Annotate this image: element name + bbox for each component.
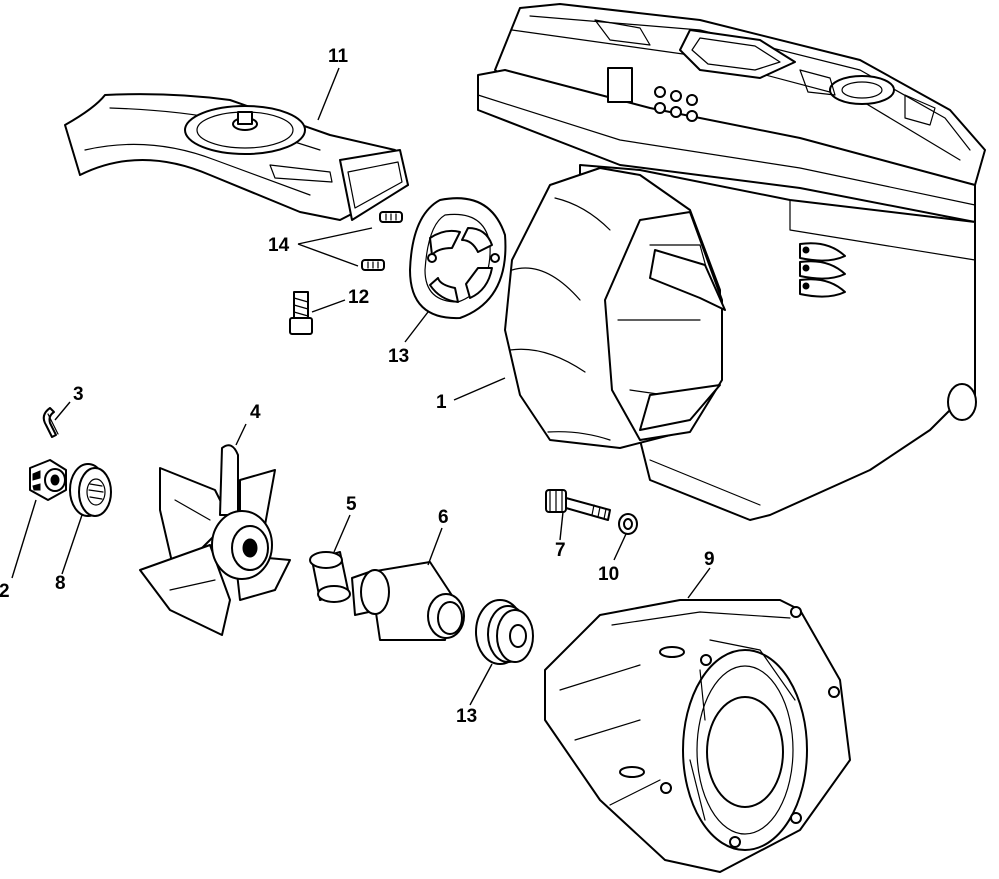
label-7: 7 xyxy=(555,540,566,561)
vent-holes xyxy=(654,86,698,122)
label-13-lower: 13 xyxy=(456,706,477,727)
castle-nut xyxy=(29,459,67,501)
label-9: 9 xyxy=(704,549,715,570)
label-10: 10 xyxy=(598,564,619,585)
stud-bolt-7 xyxy=(545,489,611,521)
label-1: 1 xyxy=(436,392,447,413)
label-3: 3 xyxy=(73,384,84,405)
cotter-pin xyxy=(42,407,59,438)
intake-grate xyxy=(64,93,409,221)
impeller xyxy=(139,444,291,636)
label-5: 5 xyxy=(346,494,357,515)
jet-pump-housing xyxy=(477,3,986,521)
label-11: 11 xyxy=(328,46,349,67)
bolt-12 xyxy=(289,291,313,335)
liner-ring xyxy=(309,551,351,603)
label-14: 14 xyxy=(268,235,290,256)
side-louvers xyxy=(799,242,846,298)
screws-14 xyxy=(361,211,403,271)
adapter-plate xyxy=(409,197,507,320)
outlet-nozzle xyxy=(544,599,851,873)
seal-13 xyxy=(475,599,534,665)
label-4: 4 xyxy=(250,402,261,423)
label-13-upper: 13 xyxy=(388,346,409,367)
bearing-cylinder xyxy=(351,561,465,641)
label-6: 6 xyxy=(438,507,449,528)
label-8: 8 xyxy=(55,573,66,594)
part-labels: 1 2 3 4 5 6 7 8 9 10 11 12 13 13 14 xyxy=(0,46,715,727)
spline-washer xyxy=(69,463,112,517)
leader-lines xyxy=(11,67,711,706)
washer-10 xyxy=(618,513,638,535)
label-2: 2 xyxy=(0,581,10,602)
label-12: 12 xyxy=(348,287,369,308)
